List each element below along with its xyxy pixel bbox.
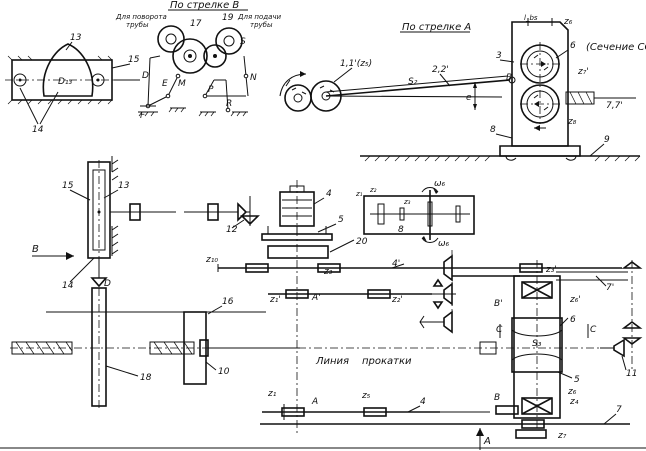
label-7: 7 bbox=[616, 405, 622, 415]
label-A: A bbox=[311, 397, 318, 407]
label-z7: z₇' bbox=[577, 67, 589, 77]
label-z1-box: z₁ bbox=[355, 190, 363, 198]
label-z6: z₆ bbox=[567, 387, 577, 397]
label-z3-box: z₃ bbox=[403, 198, 411, 206]
label-z1: z₁ bbox=[267, 389, 277, 399]
label-2: 2,2' bbox=[432, 65, 449, 75]
label-B-a: B bbox=[506, 73, 512, 83]
label-z4: z₄ bbox=[569, 397, 579, 407]
arrow-a-label: A bbox=[483, 436, 491, 447]
label-S3: S₃ bbox=[532, 339, 542, 349]
label-Bp: B' bbox=[494, 299, 503, 309]
label-S-view-b: S bbox=[240, 37, 246, 47]
label-z2p: z₂' bbox=[391, 295, 403, 305]
view-b-title: По стрелке B bbox=[170, 0, 239, 11]
label-lbs: l_bs bbox=[524, 14, 538, 22]
view-b: По стрелке B Для поворота трубы Для пода… bbox=[114, 0, 282, 121]
label-z10: z₁₀ bbox=[205, 255, 218, 265]
label-16: 16 bbox=[222, 297, 234, 307]
label-14-main: 14 bbox=[62, 281, 74, 291]
label-4-bottom: 4 bbox=[420, 397, 426, 407]
label-z6p: z₆' bbox=[569, 295, 581, 305]
label-N: N bbox=[250, 73, 257, 83]
view-a: По стрелке A (Сечение CC) l_bs z₆ 3 6 z₇… bbox=[360, 14, 646, 162]
label-4p: 4' bbox=[392, 259, 400, 269]
label-3: 3 bbox=[496, 51, 502, 61]
label-6-main: 6 bbox=[570, 315, 576, 325]
rolling-line-word-2: прокатки bbox=[362, 356, 412, 367]
view-a-title: По стрелке A bbox=[402, 22, 471, 33]
cam-detail: D₁₃ 13 15 14 D bbox=[5, 33, 149, 135]
label-w-top: ω₆ bbox=[434, 179, 446, 189]
label-B-main: B bbox=[494, 393, 500, 403]
label-20: 20 bbox=[356, 237, 368, 247]
rolling-line-word-1: Линия bbox=[315, 356, 349, 367]
label-w-bot: ω₆ bbox=[438, 239, 450, 249]
label-9: 9 bbox=[604, 135, 610, 145]
cam-diameter-label: D₁₃ bbox=[58, 77, 73, 87]
label-6-a: 6 bbox=[570, 41, 576, 51]
label-z6-a: z₆ bbox=[563, 17, 573, 27]
note-rotation-2: трубы bbox=[126, 21, 149, 29]
note-feed-2: трубы bbox=[250, 21, 273, 29]
label-S2: S₂ bbox=[408, 77, 418, 87]
label-8-box: 8 bbox=[398, 225, 404, 235]
label-Ap: A' bbox=[311, 293, 321, 303]
label-13-main: 13 bbox=[118, 181, 130, 191]
label-18: 18 bbox=[140, 373, 152, 383]
label-19: 19 bbox=[222, 13, 234, 23]
label-P: P bbox=[208, 85, 214, 95]
label-z5: z₅ bbox=[361, 391, 371, 401]
label-D-cam: D bbox=[142, 71, 149, 81]
label-17: 17 bbox=[190, 19, 202, 29]
label-5-top: 5 bbox=[338, 215, 344, 225]
plan-view: 15 13 14 D 12 B 4 5 bbox=[10, 156, 643, 450]
label-z2-box: z₂ bbox=[369, 186, 377, 194]
label-M: M bbox=[178, 79, 186, 89]
label-4-motor: 4 bbox=[326, 189, 332, 199]
label-15: 15 bbox=[128, 55, 140, 65]
label-10: 10 bbox=[218, 367, 230, 377]
label-z3-top: z₃ bbox=[323, 267, 333, 277]
label-12: 12 bbox=[226, 225, 238, 235]
label-F: F bbox=[140, 111, 146, 121]
label-1: 1,1'(z₅) bbox=[340, 59, 372, 69]
note-rotation-1: Для поворота bbox=[115, 13, 167, 21]
label-e: e bbox=[466, 93, 472, 103]
label-D-main: D bbox=[104, 279, 111, 289]
label-C2: C bbox=[590, 325, 597, 335]
label-z8: z₈ bbox=[567, 117, 577, 127]
label-z7-bottom: z₇ bbox=[557, 431, 567, 441]
label-z3p: z₃' bbox=[545, 265, 557, 275]
label-15-main: 15 bbox=[62, 181, 74, 191]
section-cc-title: (Сечение CC) bbox=[586, 42, 646, 53]
roller-linkage: 1,1'(z₅) S₂ 2,2' e bbox=[279, 59, 511, 112]
label-R: R bbox=[226, 99, 232, 109]
label-8: 8 bbox=[490, 125, 496, 135]
note-feed-1: Для подачи bbox=[237, 13, 282, 21]
label-11: 11 bbox=[626, 369, 637, 379]
arrow-b-label: B bbox=[32, 244, 39, 255]
label-77: 7,7' bbox=[606, 101, 623, 111]
label-C1: C bbox=[496, 325, 503, 335]
label-7p: 7' bbox=[606, 283, 614, 293]
label-z1p: z₁' bbox=[269, 295, 281, 305]
label-E: E bbox=[162, 79, 168, 89]
label-5-main: 5 bbox=[574, 375, 580, 385]
label-14: 14 bbox=[32, 125, 44, 135]
label-13: 13 bbox=[70, 33, 82, 43]
